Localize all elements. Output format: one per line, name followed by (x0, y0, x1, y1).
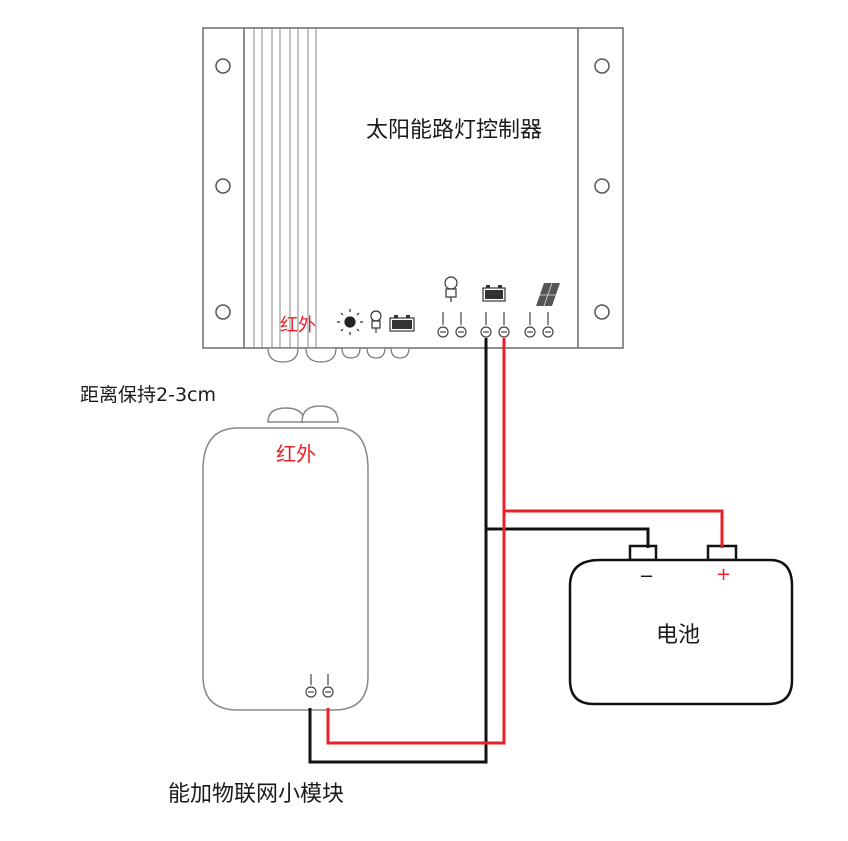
controller-sensors (267, 347, 410, 363)
controller-body (202, 27, 624, 349)
module-ir-label: 红外 (276, 442, 316, 466)
battery-positive-label: + (716, 564, 732, 585)
controller-ir-label: 红外 (280, 315, 316, 336)
battery-icon (389, 315, 415, 332)
mounting-holes (215, 58, 610, 320)
battery-negative-label: − (639, 566, 655, 587)
battery-icon (482, 285, 506, 302)
bulb-icon (370, 310, 382, 333)
battery-body (568, 544, 794, 706)
module-terminals (305, 674, 334, 698)
distance-note: 距离保持2-3cm (80, 384, 216, 406)
wire-red (326, 338, 724, 745)
wire-black (308, 338, 650, 764)
iot-module-body (202, 405, 369, 711)
solar-panel-icon (536, 282, 560, 307)
controller-title: 太阳能路灯控制器 (366, 118, 543, 143)
battery-label: 电池 (656, 623, 701, 648)
module-name: 能加物联网小模块 (168, 782, 345, 807)
sun-icon (337, 309, 363, 335)
bulb-icon (444, 276, 458, 302)
controller-terminals (437, 312, 554, 338)
